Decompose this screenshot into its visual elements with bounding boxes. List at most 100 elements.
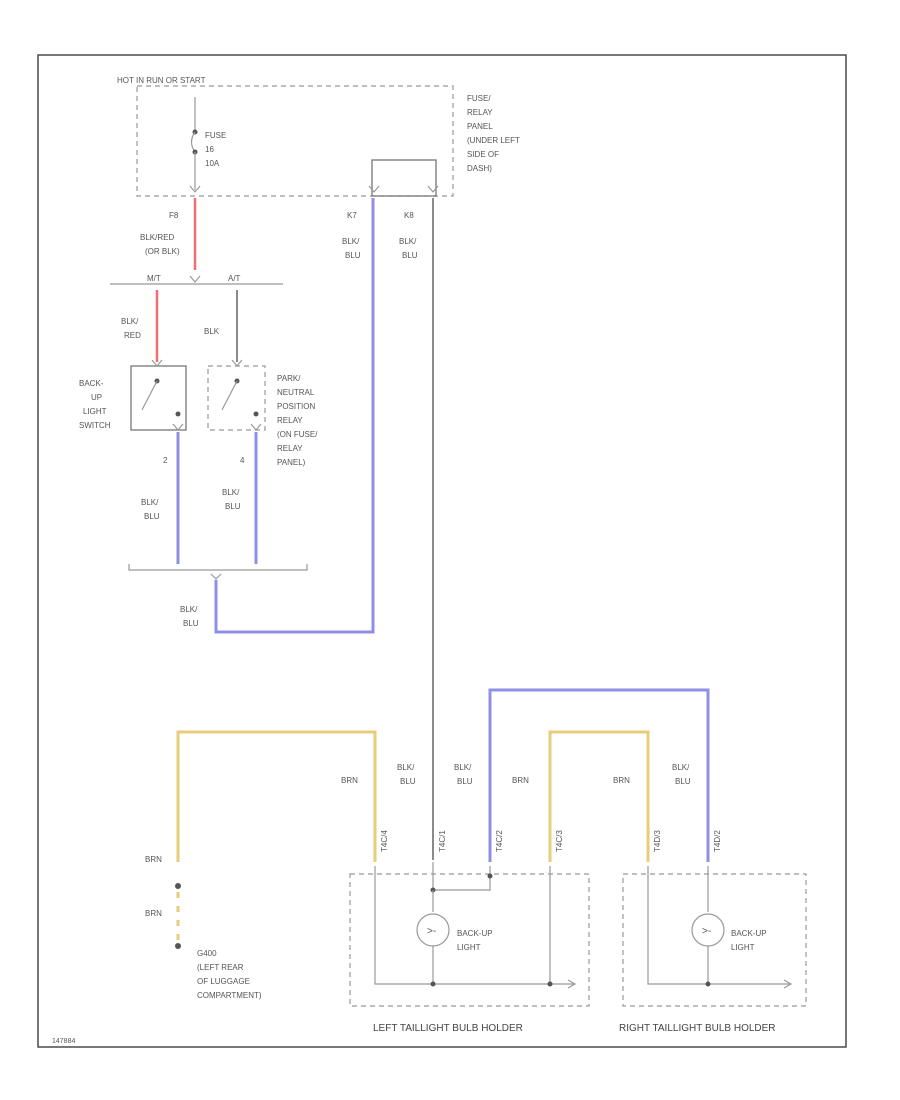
- svg-text:(OR BLK): (OR BLK): [145, 247, 180, 256]
- park-neutral-relay: [207, 365, 266, 431]
- backup-light-switch: [130, 365, 187, 431]
- svg-text:RELAY: RELAY: [467, 108, 493, 117]
- left-holder-brn-junction: [547, 981, 553, 987]
- fuse-symbol: [190, 131, 196, 153]
- relay-bottom-chevron: [250, 423, 262, 431]
- switch-bottom-chevron: [172, 423, 184, 431]
- ground-brn-2: BRN: [145, 909, 162, 918]
- pin-k8: K8: [404, 211, 414, 220]
- left-holder-k8-path: [432, 862, 491, 891]
- at-wire-color: BLK: [204, 327, 220, 336]
- svg-text:BLU: BLU: [345, 251, 361, 260]
- svg-text:(ON FUSE/: (ON FUSE/: [277, 430, 318, 439]
- svg-text:BLK/: BLK/: [454, 763, 472, 772]
- right-bulb-ground-junction: [705, 981, 711, 987]
- splice-to-k7-wire: [214, 198, 375, 634]
- f8-wire-color: BLK/RED (OR BLK): [140, 233, 180, 256]
- svg-text:BACK-UP: BACK-UP: [457, 929, 493, 938]
- k7-chevron: [368, 185, 380, 193]
- svg-text:BLK/: BLK/: [672, 763, 690, 772]
- switch-top-chevron: [151, 359, 163, 367]
- connector-t4d-2: T4D/2: [713, 830, 722, 852]
- svg-text:NEUTRAL: NEUTRAL: [277, 388, 315, 397]
- ground-connector-1: [175, 883, 181, 889]
- fuse-label: FUSE 16 10A: [205, 131, 226, 168]
- backup-switch-pin: 2: [163, 456, 168, 465]
- figure-id: 147884: [52, 1038, 75, 1045]
- svg-text:POSITION: POSITION: [277, 402, 315, 411]
- splice-output-color: BLK/ BLU: [180, 605, 199, 628]
- park-relay-pin: 4: [240, 456, 245, 465]
- svg-text:LIGHT: LIGHT: [83, 407, 107, 416]
- svg-text:BLU: BLU: [402, 251, 418, 260]
- relay-connector-box: [371, 159, 437, 197]
- svg-text:BLK/: BLK/: [342, 237, 360, 246]
- backup-switch-label: BACK- UP LIGHT SWITCH: [79, 379, 111, 430]
- connector-t4d-3: T4D/3: [653, 830, 662, 852]
- relay-output-color: BLK/ BLU: [222, 488, 241, 511]
- svg-text:FUSE/: FUSE/: [467, 94, 491, 103]
- right-bulb-filament: >-: [702, 926, 711, 937]
- mt-label: M/T: [147, 274, 161, 283]
- brn-mid-color: BRN: [512, 776, 529, 785]
- svg-text:PANEL): PANEL): [277, 458, 306, 467]
- relay-top-chevron: [231, 359, 243, 367]
- svg-text:OF LUGGAGE: OF LUGGAGE: [197, 977, 250, 986]
- right-holder-ground-path: [647, 866, 790, 985]
- svg-text:BLU: BLU: [225, 502, 241, 511]
- svg-text:PARK/: PARK/: [277, 374, 301, 383]
- split-chevron: [189, 275, 201, 283]
- connector-t4c-1: T4C/1: [438, 830, 447, 852]
- fuse-relay-panel-box: [136, 85, 454, 197]
- svg-text:LIGHT: LIGHT: [731, 943, 755, 952]
- svg-text:UP: UP: [91, 393, 102, 402]
- svg-text:FUSE: FUSE: [205, 131, 226, 140]
- switch-output-color: BLK/ BLU: [141, 498, 160, 521]
- ground-point-g400: [175, 943, 181, 949]
- svg-text:BLK/: BLK/: [121, 317, 139, 326]
- fuse-connector-chevron: [189, 185, 201, 193]
- svg-text:G400: G400: [197, 949, 217, 958]
- left-blk-blu-color: BLK/ BLU: [397, 763, 416, 786]
- brn-ground-wire: [176, 730, 377, 862]
- left-bulb-ground-junction: [430, 981, 436, 987]
- svg-text:BLU: BLU: [183, 619, 199, 628]
- svg-text:BLU: BLU: [144, 512, 160, 521]
- brn-holder-link-wire: [548, 730, 650, 862]
- svg-text:(UNDER LEFT: (UNDER LEFT: [467, 136, 520, 145]
- right-holder-ground-arrow: [783, 979, 793, 989]
- svg-text:DASH): DASH): [467, 164, 492, 173]
- left-blk-blu2-color: BLK/ BLU: [454, 763, 473, 786]
- switch-contact-bottom: [175, 411, 181, 417]
- svg-text:BLK/RED: BLK/RED: [140, 233, 174, 242]
- park-relay-label: PARK/ NEUTRAL POSITION RELAY (ON FUSE/ R…: [277, 374, 318, 467]
- pin-k7: K7: [347, 211, 357, 220]
- switch-blade: [141, 380, 158, 411]
- left-to-right-blu-wire: [488, 688, 710, 862]
- svg-text:(LEFT REAR: (LEFT REAR: [197, 963, 244, 972]
- svg-text:BACK-UP: BACK-UP: [731, 929, 767, 938]
- right-taillight-bulb-holder: [622, 873, 807, 1007]
- pin-f8: F8: [169, 211, 179, 220]
- fuse-panel-label: FUSE/ RELAY PANEL (UNDER LEFT SIDE OF DA…: [467, 94, 520, 173]
- svg-text:SWITCH: SWITCH: [79, 421, 111, 430]
- svg-text:RELAY: RELAY: [277, 444, 303, 453]
- svg-text:BACK-: BACK-: [79, 379, 104, 388]
- svg-text:COMPARTMENT): COMPARTMENT): [197, 991, 262, 1000]
- at-label: A/T: [228, 274, 241, 283]
- svg-text:RED: RED: [124, 331, 141, 340]
- right-blk-blu-color: BLK/ BLU: [672, 763, 691, 786]
- svg-text:BLK/: BLK/: [141, 498, 159, 507]
- left-bulb-filament: >-: [427, 926, 436, 937]
- left-holder-title: LEFT TAILLIGHT BULB HOLDER: [373, 1023, 523, 1034]
- svg-text:16: 16: [205, 145, 214, 154]
- left-bulb-label: BACK-UP LIGHT: [457, 929, 493, 952]
- connector-t4c-4: T4C/4: [380, 830, 389, 852]
- right-holder-title: RIGHT TAILLIGHT BULB HOLDER: [619, 1023, 776, 1034]
- svg-text:BLU: BLU: [675, 777, 691, 786]
- ground-brn-1: BRN: [145, 855, 162, 864]
- brn-left-color: BRN: [341, 776, 358, 785]
- relay-contact-bottom: [253, 411, 259, 417]
- k8-chevron: [427, 185, 439, 193]
- svg-text:RELAY: RELAY: [277, 416, 303, 425]
